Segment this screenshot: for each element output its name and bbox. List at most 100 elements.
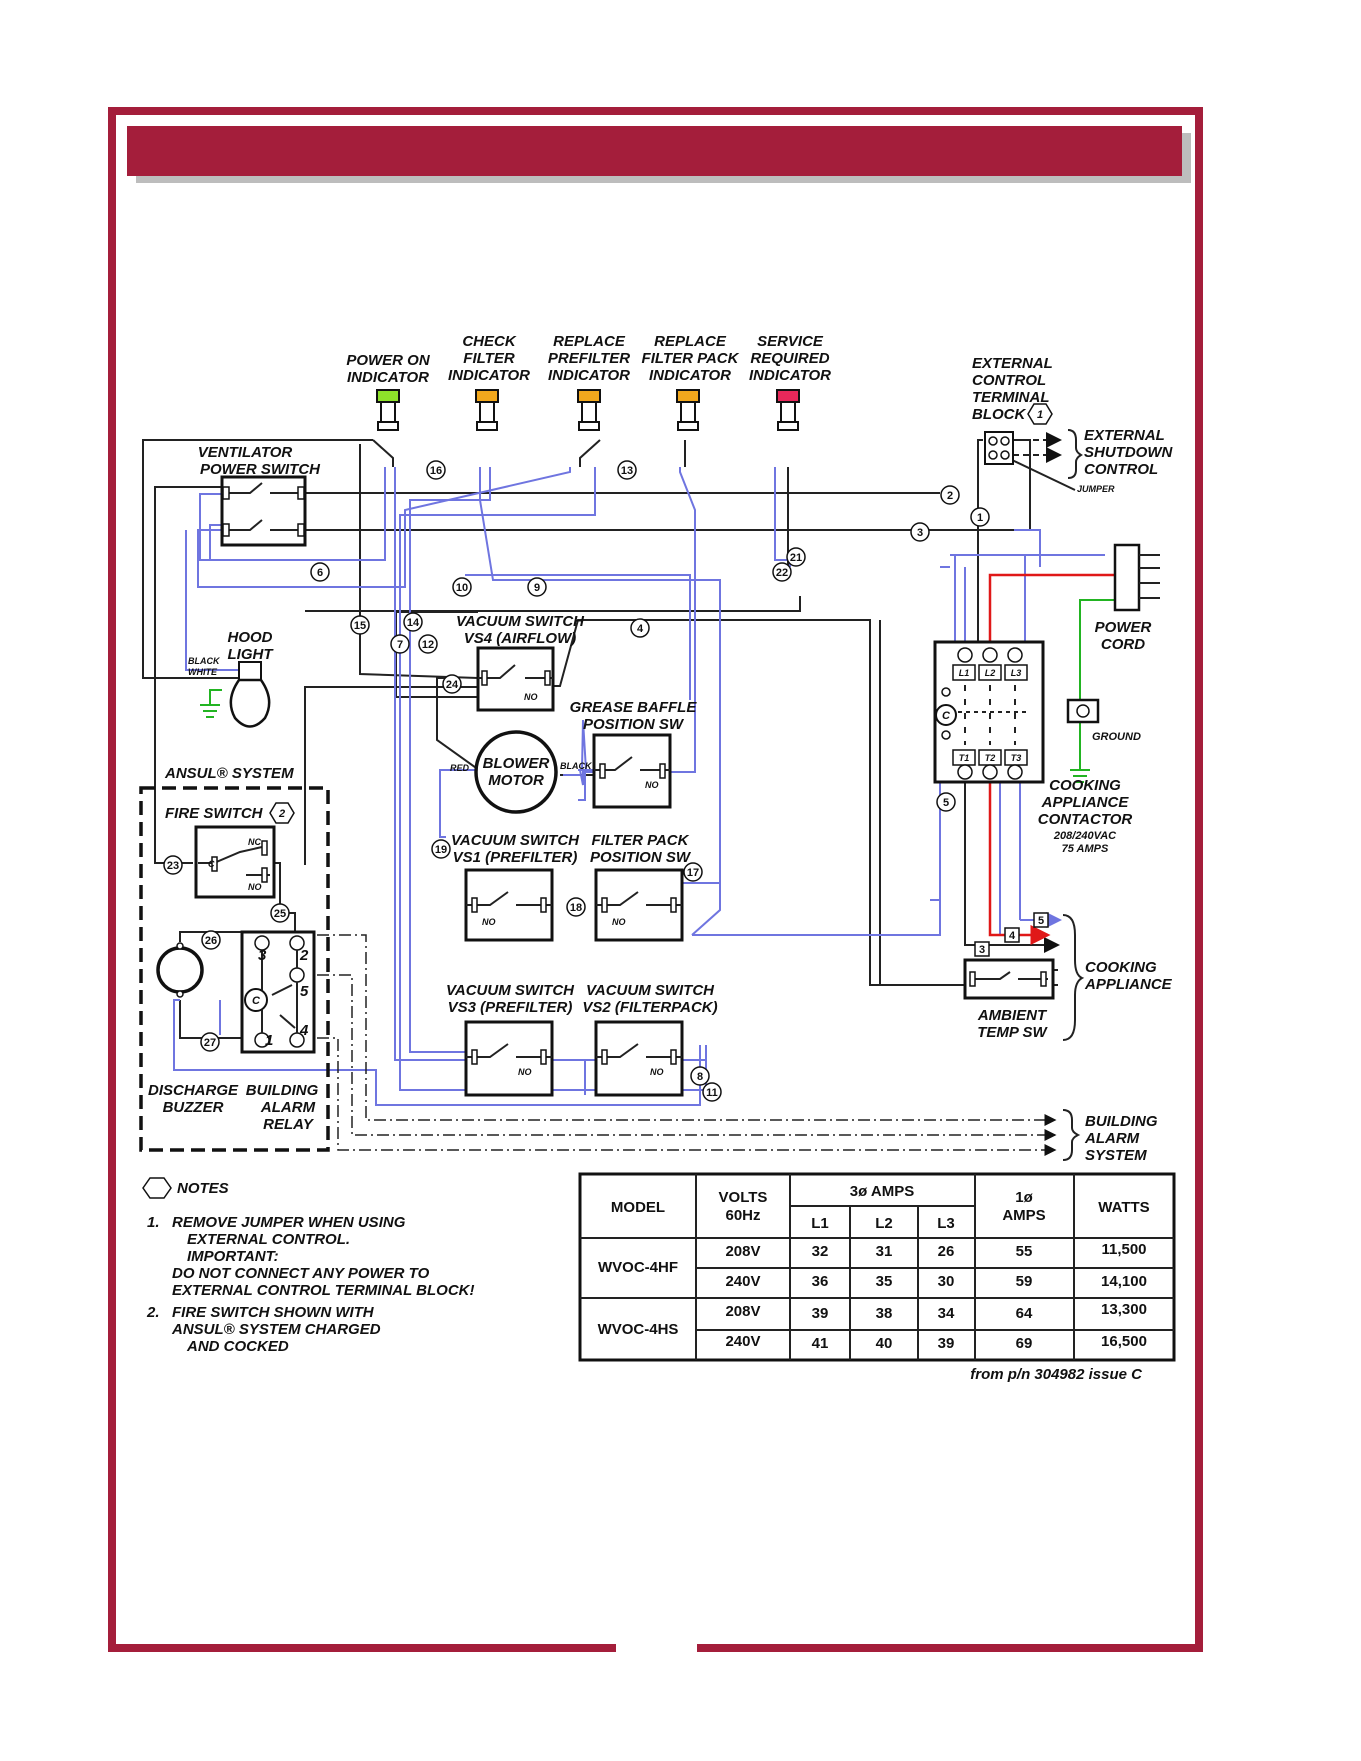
svg-text:BLOCK: BLOCK — [972, 406, 1026, 423]
wire-number-22: 22 — [772, 562, 792, 582]
svg-text:BUZZER: BUZZER — [163, 1099, 224, 1116]
svg-text:14: 14 — [407, 617, 420, 629]
svg-text:38: 38 — [876, 1305, 893, 1322]
svg-text:EXTERNAL CONTROL TERMINAL BLOC: EXTERNAL CONTROL TERMINAL BLOCK! — [172, 1282, 475, 1299]
svg-text:WATTS: WATTS — [1098, 1199, 1149, 1216]
svg-text:NC: NC — [248, 837, 261, 847]
svg-text:BUILDING: BUILDING — [246, 1082, 319, 1099]
svg-text:2.: 2. — [146, 1304, 160, 1321]
power-on-label-1: POWER ON — [346, 352, 431, 369]
svg-text:31: 31 — [876, 1243, 893, 1260]
svg-text:8: 8 — [697, 1071, 703, 1083]
filter-pack-switch — [594, 868, 684, 942]
svg-text:LIGHT: LIGHT — [228, 646, 275, 663]
svg-text:T3: T3 — [1011, 753, 1022, 763]
svg-text:BUILDING: BUILDING — [1085, 1113, 1158, 1130]
svg-text:34: 34 — [938, 1305, 955, 1322]
replace-filter-pack-indicator — [676, 389, 700, 431]
external-shutdown-bracket — [1067, 429, 1083, 479]
svg-text:DISCHARGE: DISCHARGE — [148, 1082, 239, 1099]
svg-text:COOKING: COOKING — [1085, 959, 1157, 976]
svg-text:CORD: CORD — [1101, 636, 1145, 653]
svg-text:3: 3 — [917, 527, 923, 539]
wire-number-5: 5 — [936, 792, 956, 812]
wire-number-9: 9 — [527, 577, 547, 597]
svg-text:VENTILATOR: VENTILATOR — [198, 444, 293, 461]
svg-text:14,100: 14,100 — [1101, 1273, 1147, 1290]
service-required-indicator — [776, 389, 800, 431]
vs4-airflow-switch — [476, 646, 555, 712]
svg-text:AMBIENT: AMBIENT — [977, 1007, 1048, 1024]
svg-text:2: 2 — [947, 490, 953, 502]
svg-text:3: 3 — [258, 947, 267, 964]
svg-text:ALARM: ALARM — [1084, 1130, 1140, 1147]
replace-prefilter-label-1: REPLACE — [553, 333, 626, 350]
wire-number-10: 10 — [452, 577, 472, 597]
replace-prefilter-label-3: INDICATOR — [548, 367, 630, 384]
svg-text:POSITION SW: POSITION SW — [590, 849, 692, 866]
svg-text:VS3 (PREFILTER): VS3 (PREFILTER) — [448, 999, 573, 1016]
svg-text:REMOVE JUMPER WHEN USING: REMOVE JUMPER WHEN USING — [172, 1214, 406, 1231]
svg-text:GREASE BAFFLE: GREASE BAFFLE — [570, 699, 698, 716]
svg-text:1ø: 1ø — [1015, 1189, 1033, 1206]
svg-text:VACUUM SWITCH: VACUUM SWITCH — [451, 832, 580, 849]
svg-text:5: 5 — [943, 797, 949, 809]
svg-text:40: 40 — [876, 1335, 893, 1352]
svg-text:39: 39 — [938, 1335, 955, 1352]
svg-text:2: 2 — [278, 808, 285, 820]
svg-text:C: C — [942, 710, 951, 722]
wire-number-markers: 1 2 3 4 5 6 7 8 9 10 11 12 13 14 15 16 1… — [163, 460, 990, 1102]
wire-number-1: 1 — [970, 507, 990, 527]
svg-text:EXTERNAL: EXTERNAL — [1084, 427, 1165, 444]
note-hexagon-icon — [269, 802, 295, 824]
svg-text:RED: RED — [450, 763, 470, 773]
grease-baffle-switch — [592, 733, 672, 809]
svg-text:MOTOR: MOTOR — [488, 772, 544, 789]
svg-text:18: 18 — [570, 902, 582, 914]
hood-light-icon — [229, 661, 271, 728]
svg-text:41: 41 — [812, 1335, 829, 1352]
svg-text:26: 26 — [938, 1243, 955, 1260]
svg-text:FIRE SWITCH: FIRE SWITCH — [165, 805, 264, 822]
wire-number-25: 25 — [270, 903, 290, 923]
svg-text:ALARM: ALARM — [260, 1099, 316, 1116]
blue-wires — [173, 467, 1105, 1106]
replace-filter-pack-label-3: INDICATOR — [649, 367, 731, 384]
component-labels: VENTILATOR POWER SWITCH HOOD LIGHT BLACK… — [148, 444, 1173, 1164]
ground-terminal — [1066, 698, 1100, 724]
svg-text:VOLTS: VOLTS — [719, 1189, 768, 1206]
wire-number-7: 7 — [390, 634, 410, 654]
note-hexagon-icon — [1027, 403, 1053, 425]
svg-text:1.: 1. — [147, 1214, 160, 1231]
wire-number-15: 15 — [350, 615, 370, 635]
svg-text:COOKING: COOKING — [1049, 777, 1121, 794]
svg-text:ANSUL® SYSTEM: ANSUL® SYSTEM — [164, 765, 294, 782]
svg-text:32: 32 — [812, 1243, 829, 1260]
svg-text:AMPS: AMPS — [1002, 1207, 1045, 1224]
svg-text:240V: 240V — [725, 1273, 760, 1290]
svg-text:VS4 (AIRFLOW): VS4 (AIRFLOW) — [464, 630, 577, 647]
svg-text:JUMPER: JUMPER — [1077, 484, 1115, 494]
check-filter-label-2: FILTER — [463, 350, 515, 367]
vs3-prefilter-switch — [464, 1020, 554, 1097]
svg-text:T2: T2 — [985, 753, 996, 763]
svg-text:POSITION SW: POSITION SW — [583, 716, 685, 733]
svg-text:VACUUM SWITCH: VACUUM SWITCH — [586, 982, 715, 999]
svg-text:L2: L2 — [985, 668, 996, 678]
blower-motor — [474, 730, 558, 814]
svg-text:55: 55 — [1016, 1243, 1033, 1260]
wire-number-8: 8 — [690, 1066, 710, 1086]
wire-number-3: 3 — [910, 522, 930, 542]
wire-number-2: 2 — [940, 485, 960, 505]
svg-text:36: 36 — [812, 1273, 829, 1290]
wire-number-24: 24 — [442, 674, 462, 694]
svg-text:SYSTEM: SYSTEM — [1085, 1147, 1147, 1164]
indicator-labels: POWER ON INDICATOR CHECK FILTER INDICATO… — [346, 333, 831, 386]
svg-text:BLOWER: BLOWER — [483, 755, 550, 772]
wire-number-18: 18 — [566, 897, 586, 917]
svg-text:VACUUM SWITCH: VACUUM SWITCH — [446, 982, 575, 999]
svg-text:L3: L3 — [1011, 668, 1022, 678]
vs1-prefilter-switch — [464, 868, 554, 942]
svg-text:SHUTDOWN: SHUTDOWN — [1084, 444, 1173, 461]
